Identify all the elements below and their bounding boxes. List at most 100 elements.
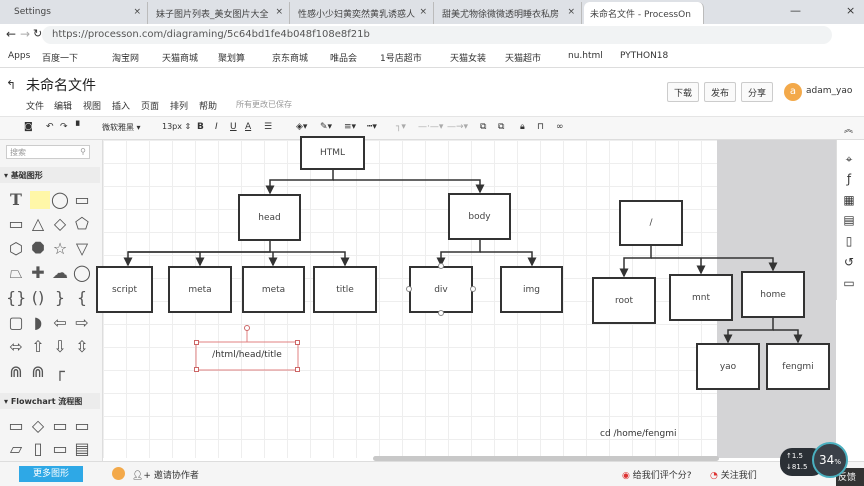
bookmark[interactable]: 天猫商城 [162,54,199,64]
hexagon-shape[interactable]: ⬡ [9,239,23,258]
tab-3[interactable]: 性感小少妇黄奕然黄乳诱惑人× [292,2,434,24]
style-icon[interactable]: ◙ [24,122,33,132]
collapse-icon[interactable]: ︽ [844,125,854,135]
share-button[interactable]: 分享 [741,82,774,102]
triangle-shape[interactable]: △ [31,214,45,233]
cloud-shape[interactable]: ☁ [52,263,68,282]
search-icon[interactable]: ⚲ [80,147,86,156]
url-input[interactable]: https://processon.com/diagraming/5c64bd1… [42,26,832,44]
menu-edit[interactable]: 编辑 [54,102,73,112]
reload-icon[interactable]: ↻ [33,27,43,40]
node-body[interactable]: body [448,193,511,240]
align-icon[interactable]: ☰ [264,122,273,132]
double-arrow-shape[interactable]: ⬄ [9,337,23,356]
bookmark[interactable]: PYTHON18 [620,51,669,61]
brace-shape[interactable]: {} [6,288,27,307]
vertical-double-arrow-shape[interactable]: ⇳ [75,337,89,356]
menu-help[interactable]: 帮助 [199,102,218,112]
underline-button[interactable]: U [230,122,237,132]
menu-view[interactable]: 视图 [83,102,102,112]
more-shapes-button[interactable]: 更多图形 [19,466,83,482]
comment-icon[interactable]: ▭ [843,276,855,290]
close-icon[interactable]: × [567,7,575,17]
decision-shape[interactable]: ◇ [31,416,45,435]
end-arrow-icon[interactable]: —→▾ [447,122,469,132]
font-color-button[interactable]: A [245,122,252,132]
line-style-icon[interactable]: ┅▾ [367,122,377,132]
start-arrow-icon[interactable]: —·—▾ [418,122,444,132]
close-window-icon[interactable]: × [846,4,856,17]
avatar[interactable]: a [784,83,802,101]
bookmark[interactable]: 唯品会 [330,54,358,64]
section-flowchart[interactable]: ▾ Flowchart 流程图 [0,393,100,409]
lock-icon[interactable]: 🔒︎ [520,122,525,132]
tab-processon[interactable]: 未命名文件 - ProcessOn [584,2,704,24]
fill-color-icon[interactable]: ◈▾ [296,122,308,132]
username[interactable]: adam_yao [806,86,853,96]
circle-shape[interactable]: ◯ [51,190,69,209]
menu-insert[interactable]: 插入 [112,102,131,112]
octagon-shape[interactable]: ⯃ [31,239,45,258]
node-mnt[interactable]: mnt [669,274,733,321]
format-painter-icon[interactable]: ▘ [76,122,83,132]
bookmark[interactable]: 天猫女装 [450,54,487,64]
node-yao[interactable]: yao [696,343,760,390]
node-meta[interactable]: meta [168,266,232,313]
bookmark[interactable]: 聚划算 [218,54,246,64]
menu-arrange[interactable]: 排列 [170,102,189,112]
menu-page[interactable]: 页面 [141,102,160,112]
inverted-triangle-shape[interactable]: ▽ [75,239,89,258]
up-arrow-shape[interactable]: ⇧ [31,337,45,356]
horizontal-scrollbar[interactable] [373,456,719,461]
send-back-icon[interactable]: ⧉ [498,122,505,132]
star-shape[interactable]: ☆ [52,239,68,258]
rate-us-link[interactable]: ◉ 给我们评个分? [622,468,692,481]
line-width-icon[interactable]: ≡▾ [344,122,357,132]
outline-icon[interactable]: ▤ [843,213,855,227]
shape-search-input[interactable]: 搜索⚲ [6,145,90,159]
internal-storage-shape[interactable]: ▤ [74,439,90,458]
minimize-icon[interactable]: — [790,4,801,17]
resize-handle[interactable] [194,340,199,345]
pentagon-shape[interactable]: ⬠ [75,214,89,233]
font-size-select[interactable]: 13px ⇕ [162,122,192,131]
node-root[interactable]: root [592,277,656,324]
rectangle-shape[interactable]: ▭ [74,190,90,209]
callout-shape[interactable]: ◯ [73,263,91,282]
tab-4[interactable]: 甜美尤物徐微微透明睡衣私房× [436,2,582,24]
line-color-icon[interactable]: ✎▾ [320,122,333,132]
resize-handle[interactable] [470,286,476,292]
link-icon[interactable]: ∞ [556,122,564,132]
note-shape[interactable] [30,191,50,209]
data-shape[interactable]: ▱ [9,439,23,458]
u-turn-arrow-shape[interactable]: ⋒ [9,362,23,381]
connector-type-icon[interactable]: ┐▾ [396,122,406,132]
font-family-select[interactable]: 微软雅黑 ▾ [102,123,141,132]
follow-us-link[interactable]: ◔ 关注我们 [710,468,757,481]
process-shape[interactable]: ▭ [8,416,24,435]
trapezoid-shape[interactable]: ⏢ [9,263,23,282]
resize-handle[interactable] [194,367,199,372]
left-arrow-shape[interactable]: ⇦ [53,313,67,332]
drop-shape[interactable]: ◗ [33,313,43,332]
text-shape[interactable]: T [10,190,22,209]
bookmark[interactable]: 百度一下 [42,54,79,64]
unlock-icon[interactable]: ⊓ [537,122,545,132]
paren-shape[interactable]: () [31,288,45,307]
predefined-process-shape[interactable]: ▯ [33,439,43,458]
node-meta[interactable]: meta [242,266,305,313]
resize-handle[interactable] [438,263,444,269]
resize-handle[interactable] [295,340,300,345]
down-arrow-shape[interactable]: ⇩ [53,337,67,356]
style-panel-icon[interactable]: ⌖ [845,152,853,166]
document-shape[interactable]: ▭ [74,416,90,435]
node-img[interactable]: img [500,266,563,313]
bookmark[interactable]: nu.html [568,51,603,61]
document-title[interactable]: 未命名文件 [26,78,96,94]
close-icon[interactable]: × [419,7,427,17]
bookmark[interactable]: 京东商城 [272,54,309,64]
bold-button[interactable]: B [197,122,204,132]
text-cd-command[interactable]: cd /home/fengmi [600,429,677,439]
tab-settings[interactable]: Settings× [8,2,148,24]
close-icon[interactable]: × [133,7,141,17]
